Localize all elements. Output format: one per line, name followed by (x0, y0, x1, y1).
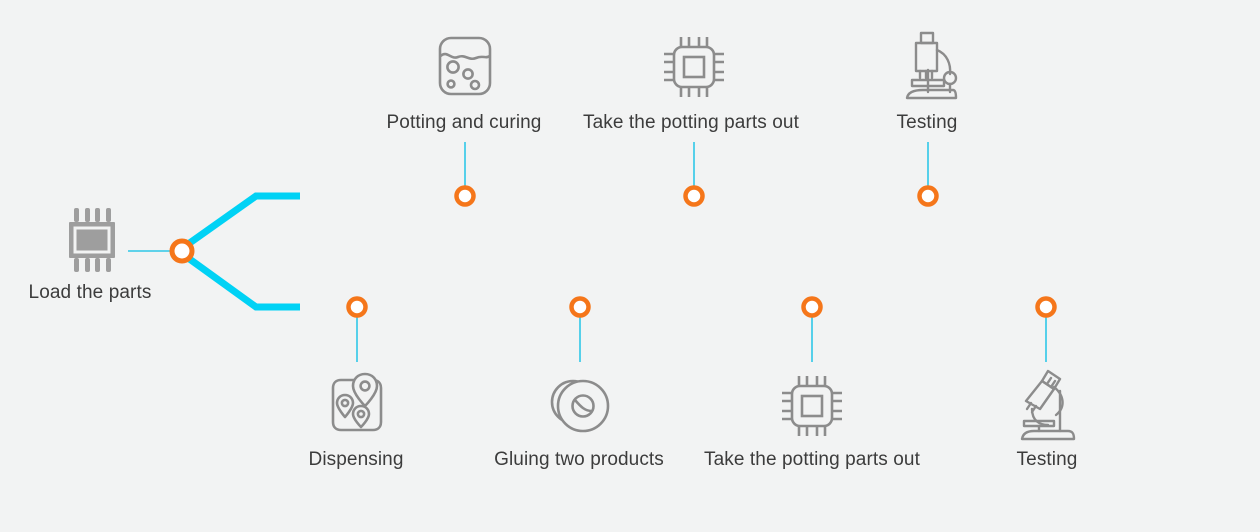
step-label-load-the-parts: Load the parts (28, 282, 152, 303)
node-top-2[interactable] (683, 185, 705, 207)
node-bottom-4[interactable] (1035, 296, 1057, 318)
microscope-icon (895, 30, 961, 104)
step-label-take-the-potting-parts-out-bottom: Take the potting parts out (704, 449, 920, 470)
two-discs-icon (547, 374, 613, 438)
step-label-testing-top: Testing (896, 112, 958, 133)
node-top-3[interactable] (917, 185, 939, 207)
step-label-gluing-two-products: Gluing two products (494, 449, 664, 470)
step-label-testing-bottom: Testing (1016, 449, 1078, 470)
chip-solid-icon (61, 206, 123, 274)
step-label-dispensing: Dispensing (308, 449, 404, 470)
step-label-potting-and-curing: Potting and curing (386, 112, 542, 133)
fork-up-path (181, 192, 300, 250)
potting-container-icon (433, 34, 497, 102)
node-bottom-3[interactable] (801, 296, 823, 318)
microscope-tilted-icon (1010, 369, 1082, 443)
node-top-1[interactable] (454, 185, 476, 207)
dispensing-droplets-icon (324, 372, 390, 438)
chip-outline-icon-bottom (777, 371, 847, 441)
step-label-take-the-potting-parts-out-top: Take the potting parts out (583, 112, 799, 133)
node-bottom-1[interactable] (346, 296, 368, 318)
chip-outline-icon (659, 32, 729, 102)
node-fork-start[interactable] (169, 238, 195, 264)
node-bottom-2[interactable] (569, 296, 591, 318)
fork-down-path (181, 252, 300, 311)
